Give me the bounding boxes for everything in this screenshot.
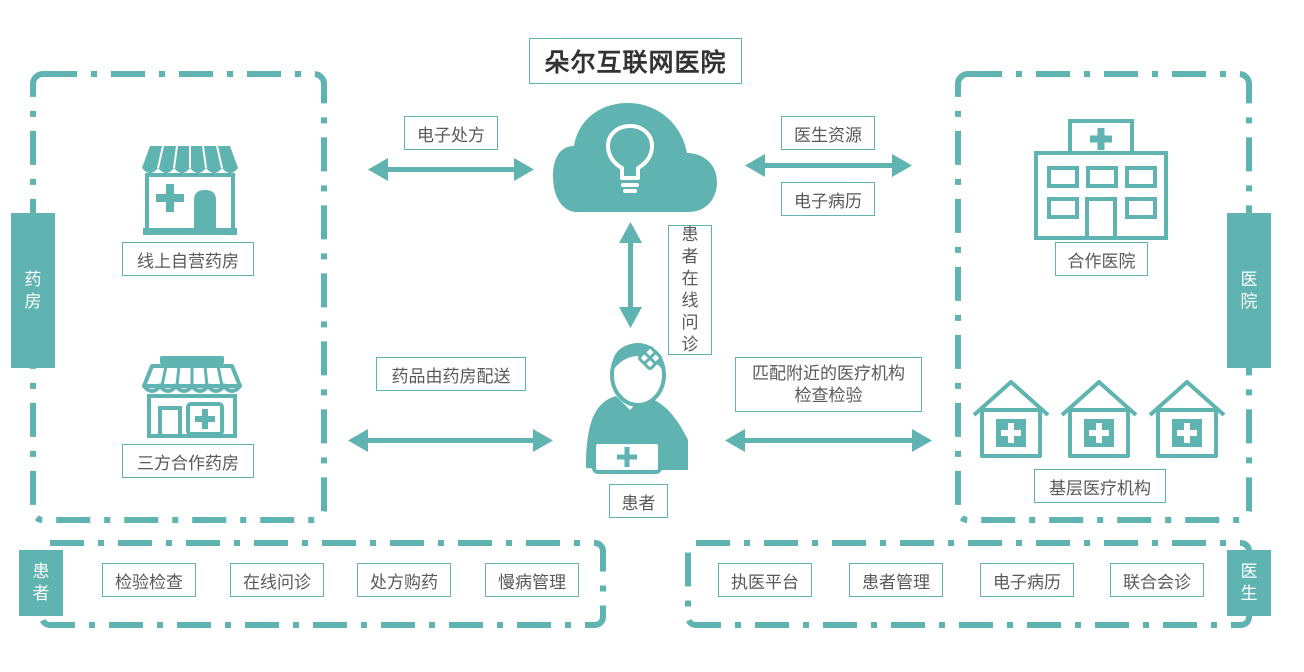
doctor-feature-item[interactable]: 患者管理 (849, 563, 943, 597)
patient-panel-tag: 患 者 (19, 550, 63, 616)
partner-pharmacy-icon (142, 356, 242, 438)
hospital-tag: 医 院 (1227, 213, 1271, 368)
patient-label: 患者 (609, 484, 668, 518)
clinic-houses-icon (972, 380, 1226, 458)
patient-feature-item[interactable]: 慢病管理 (485, 563, 579, 597)
consult-char: 在 (681, 269, 699, 289)
doctor-feature-item[interactable]: 联合会诊 (1110, 563, 1204, 597)
drug-delivery-label: 药品由药房配送 (376, 357, 526, 391)
prescription-arrow (368, 158, 534, 181)
patient-tag-char: 者 (32, 584, 50, 604)
patient-tag-char: 患 (32, 562, 50, 582)
pharmacy-tag-char: 药 (24, 269, 42, 290)
pharmacy-tag-char: 房 (24, 291, 42, 312)
hospital-tag-char: 医 (1240, 269, 1258, 290)
consult-arrow (619, 222, 642, 328)
online-pharmacy-label: 线上自营药房 (122, 242, 254, 276)
online-consult-label: 患 者 在 线 问 诊 (668, 225, 712, 355)
patient-feature-item[interactable]: 在线问诊 (230, 563, 324, 597)
page-title: 朵尔互联网医院 (529, 38, 742, 84)
partner-pharmacy-label: 三方合作药房 (122, 444, 254, 478)
doctor-tag-char: 生 (1240, 584, 1258, 604)
match-nearby-line: 匹配附近的医疗机构 (752, 363, 905, 384)
consult-char: 患 (681, 225, 699, 245)
consult-char: 诊 (681, 335, 699, 355)
resources-arrow (745, 154, 912, 177)
patient-feature-item[interactable]: 处方购药 (357, 563, 451, 597)
match-nearby-label: 匹配附近的医疗机构 检查检验 (735, 357, 922, 412)
cloud-lightbulb-icon (553, 103, 717, 212)
consult-char: 者 (681, 247, 699, 267)
online-pharmacy-icon (142, 145, 238, 235)
prescription-label: 电子处方 (404, 116, 498, 150)
delivery-arrow (348, 429, 553, 452)
doctor-panel-tag: 医 生 (1227, 550, 1271, 616)
primary-institutions-label: 基层医疗机构 (1034, 469, 1166, 503)
consult-char: 线 (681, 291, 699, 311)
doctor-tag-char: 医 (1240, 562, 1258, 582)
doctor-resources-label: 医生资源 (781, 116, 875, 150)
hospital-building-icon (1034, 119, 1168, 240)
doctor-panel-frame (685, 540, 1252, 628)
patient-feature-item[interactable]: 检验检查 (102, 563, 196, 597)
consult-char: 问 (681, 313, 699, 333)
doctor-feature-item[interactable]: 执医平台 (718, 563, 812, 597)
partner-hospital-label: 合作医院 (1055, 242, 1148, 276)
patient-icon (586, 343, 688, 474)
medical-records-label: 电子病历 (781, 182, 875, 216)
pharmacy-tag: 药 房 (11, 213, 55, 368)
doctor-feature-item[interactable]: 电子病历 (980, 563, 1074, 597)
match-nearby-line: 检查检验 (794, 385, 863, 406)
match-arrow (725, 429, 932, 452)
hospital-tag-char: 院 (1240, 291, 1258, 312)
